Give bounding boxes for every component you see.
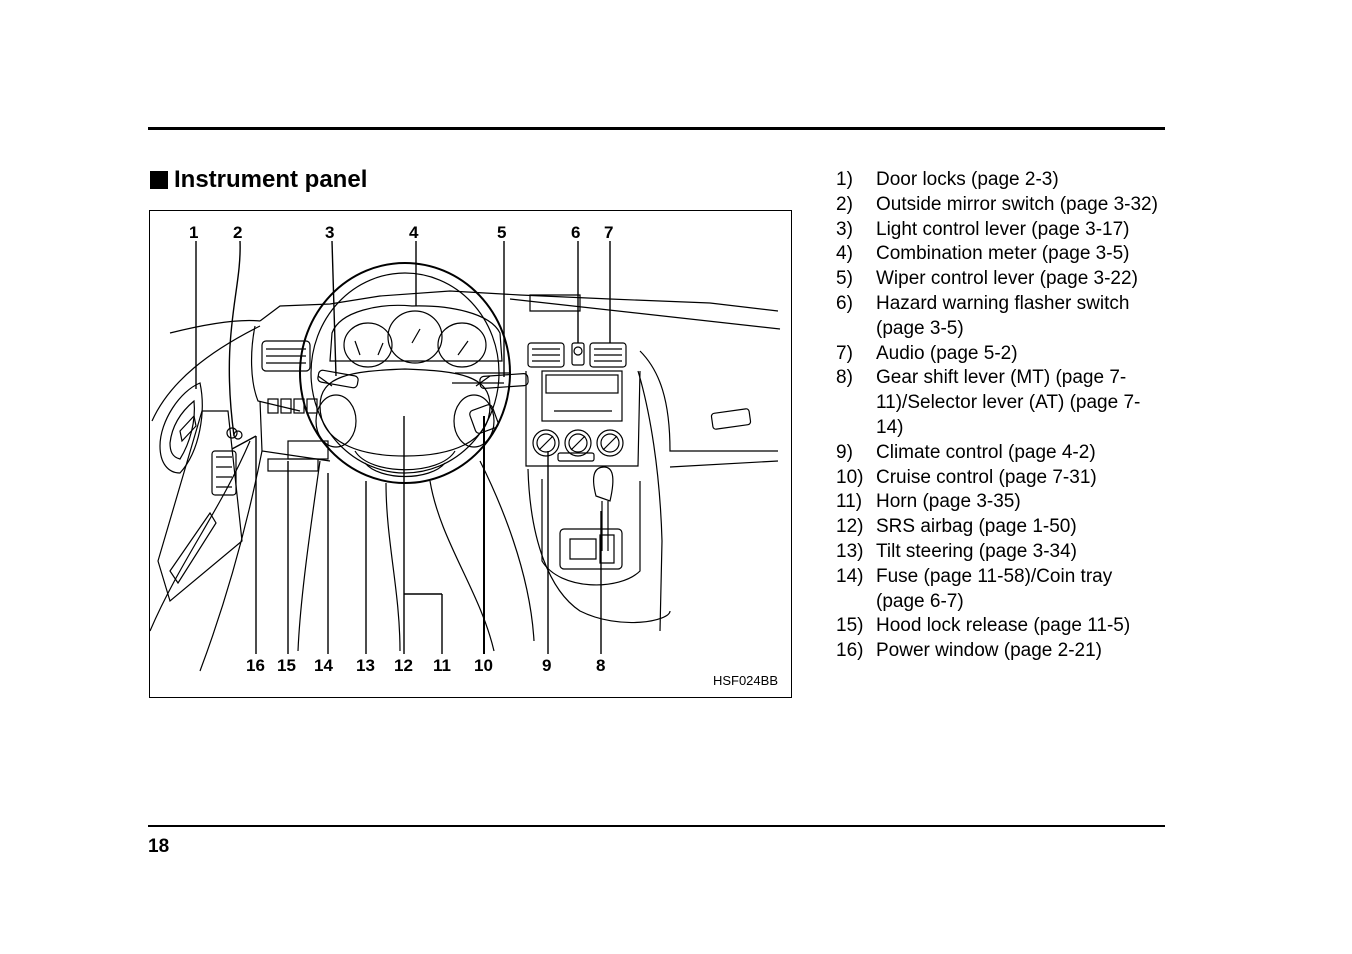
square-bullet-icon (150, 171, 168, 189)
list-item: 14)Fuse (page 11-58)/Coin tray (page 6-7… (836, 565, 1113, 612)
callout-9: 9 (542, 656, 552, 675)
instrument-panel-figure: 1 2 3 4 5 6 7 16 15 14 13 12 11 10 9 8 H… (149, 210, 792, 698)
callout-13: 13 (356, 656, 375, 675)
callout-12: 12 (394, 656, 413, 675)
section-title: Instrument panel (174, 166, 368, 193)
list-item: 10)Cruise control (page 7-31) (836, 466, 1097, 488)
top-rule (148, 127, 1165, 130)
instrument-panel-illustration (150, 240, 781, 672)
callout-7: 7 (604, 223, 614, 242)
callout-14: 14 (314, 656, 333, 675)
list-item: 3)Light control lever (page 3-17) (836, 218, 1130, 240)
list-item: 5)Wiper control lever (page 3-22) (836, 268, 1138, 290)
list-item: 8)Gear shift lever (MT) (page 7-11)/Sele… (836, 367, 1141, 438)
callout-10: 10 (474, 656, 493, 675)
callout-4: 4 (409, 223, 419, 242)
callout-6: 6 (571, 223, 581, 242)
section-heading: Instrument panel (150, 166, 367, 194)
bottom-rule (148, 825, 1165, 827)
list-item: 11)Horn (page 3-35) (836, 491, 1021, 513)
callout-8: 8 (596, 656, 606, 675)
list-item: 2)Outside mirror switch (page 3-32) (836, 193, 1158, 215)
page-number: 18 (148, 836, 170, 857)
list-item: 16)Power window (page 2-21) (836, 640, 1103, 662)
list-item: 1)Door locks (page 2-3) (836, 169, 1059, 190)
list-item: 9)Climate control (page 4-2) (836, 441, 1096, 463)
callout-2: 2 (233, 223, 243, 242)
callout-1: 1 (189, 223, 199, 242)
callout-16: 16 (246, 656, 265, 675)
figure-code: HSF024BB (712, 673, 778, 688)
callout-15: 15 (277, 656, 296, 675)
list-item: 6)Hazard warning flasher switch (page 3-… (836, 292, 1130, 339)
callout-5: 5 (497, 223, 507, 242)
legend-list: 1)Door locks (page 2-3) 2)Outside mirror… (836, 168, 1166, 664)
callout-3: 3 (325, 223, 335, 242)
list-item: 4)Combination meter (page 3-5) (836, 243, 1130, 265)
list-item: 12)SRS airbag (page 1-50) (836, 516, 1077, 538)
list-item: 7)Audio (page 5-2) (836, 342, 1018, 364)
list-item: 15)Hood lock release (page 11-5) (836, 615, 1131, 637)
list-item: 13)Tilt steering (page 3-34) (836, 540, 1078, 562)
callout-11: 11 (433, 656, 451, 675)
